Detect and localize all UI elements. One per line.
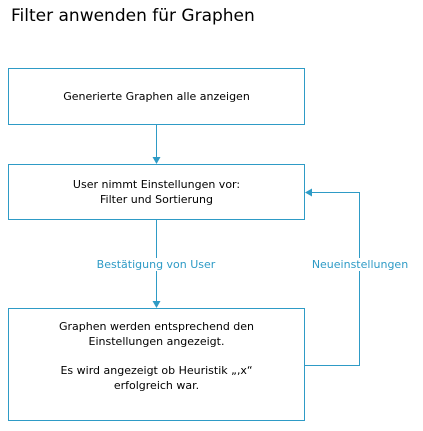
box2-line1: User nimmt Einstellungen vor:	[72, 178, 241, 191]
box3-line1: Graphen werden entsprechend den	[58, 320, 255, 333]
box3-line3: Es wird angezeigt ob Heuristik „‚x“	[60, 364, 253, 377]
box1-text: Generierte Graphen alle anzeigen	[8, 89, 305, 104]
arrowhead-box2-top	[152, 157, 161, 164]
box-generierte-graphen	[8, 68, 305, 125]
arrowhead-box3-top	[152, 301, 161, 308]
edge-feedback-loop	[305, 192, 360, 366]
arrowhead-box2-right	[305, 188, 312, 197]
box2-line2: Filter und Sortierung	[100, 193, 213, 206]
box1-label: Generierte Graphen alle anzeigen	[63, 90, 250, 103]
diagram-title: Filter anwenden für Graphen	[11, 6, 255, 26]
box-user-einstellungen	[8, 164, 305, 220]
box3-line2: Einstellungen angezeigt.	[88, 335, 225, 348]
box3-text: Graphen werden entsprechend den Einstell…	[8, 319, 305, 393]
box-graphen-angezeigt	[8, 308, 305, 421]
edge-label-neueinstellungen: Neueinstellungen	[302, 258, 418, 271]
box3-spacer	[8, 349, 305, 363]
edge-label-bestaetigung: Bestätigung von User	[81, 258, 231, 271]
box3-line4: erfolgreich war.	[113, 379, 200, 392]
box2-text: User nimmt Einstellungen vor: Filter und…	[8, 177, 305, 207]
